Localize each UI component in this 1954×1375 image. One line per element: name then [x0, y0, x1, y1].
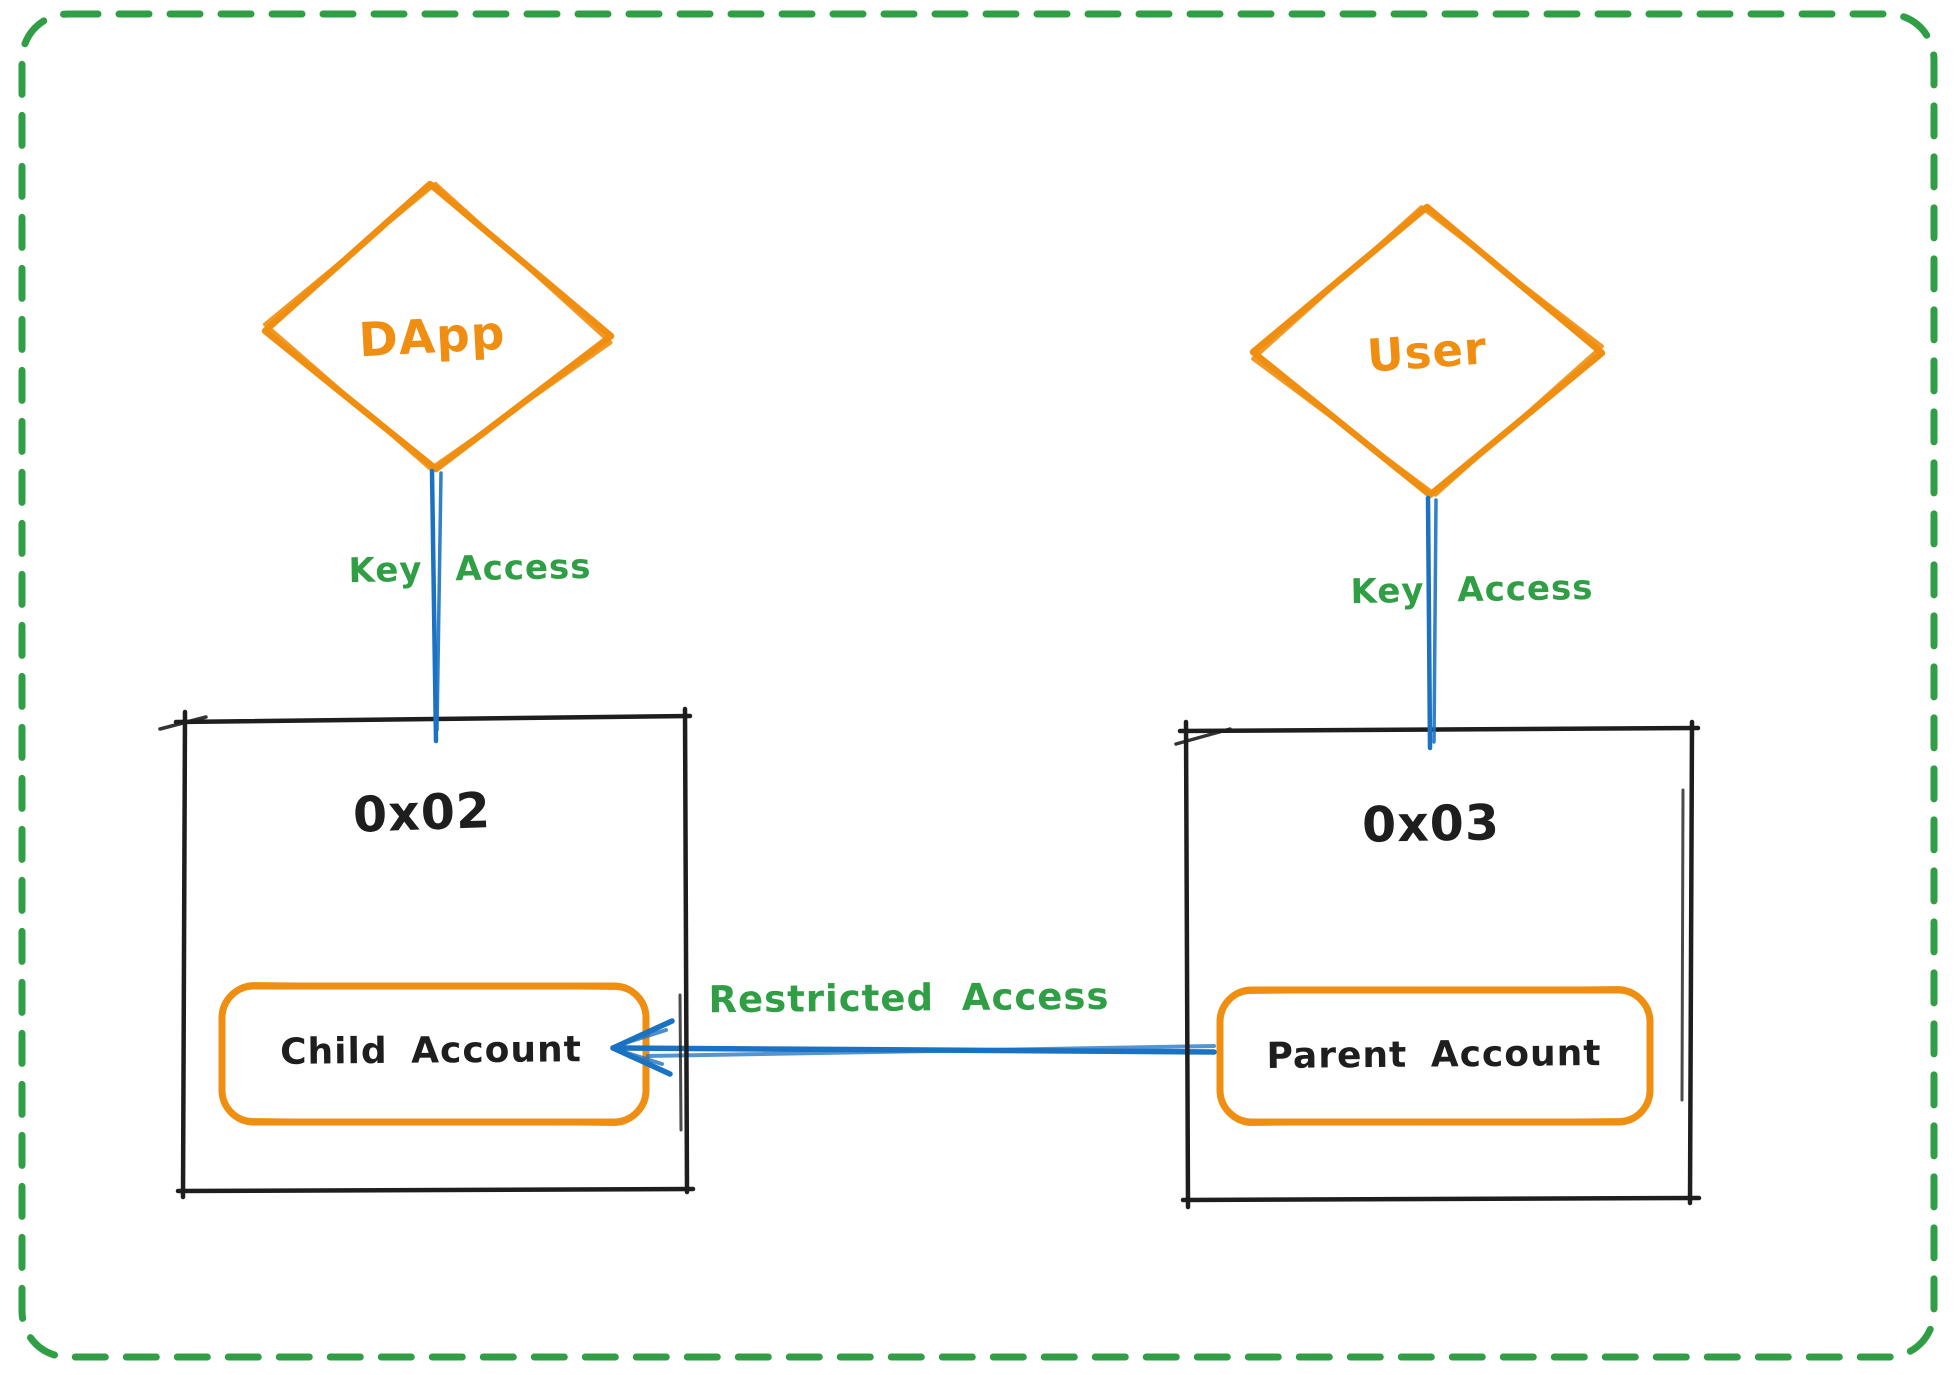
wallet-0x02-box	[158, 706, 696, 1200]
restricted-access-label: Restricted Access	[708, 974, 1110, 1022]
user-diamond	[1249, 203, 1606, 499]
dapp-label: DApp	[357, 305, 507, 369]
user-key-access-connector	[1425, 495, 1438, 751]
restricted-access-arrow	[610, 1018, 1217, 1077]
key-access-label-user: Key Access	[1350, 567, 1594, 613]
dapp-diamond	[261, 180, 615, 473]
frame-border	[18, 10, 1938, 1361]
parent-account-label: Parent Account	[1266, 1033, 1602, 1077]
wallet-0x03-box	[1174, 719, 1702, 1210]
dapp-key-access-connector	[429, 468, 443, 744]
key-access-label-dapp: Key Access	[348, 546, 592, 592]
wallet-0x03-address: 0x03	[1361, 794, 1501, 854]
wallet-0x02-address: 0x02	[352, 782, 492, 844]
child-account-label: Child Account	[279, 1029, 583, 1073]
parent-account-pill	[1216, 985, 1654, 1127]
user-label: User	[1365, 321, 1489, 383]
